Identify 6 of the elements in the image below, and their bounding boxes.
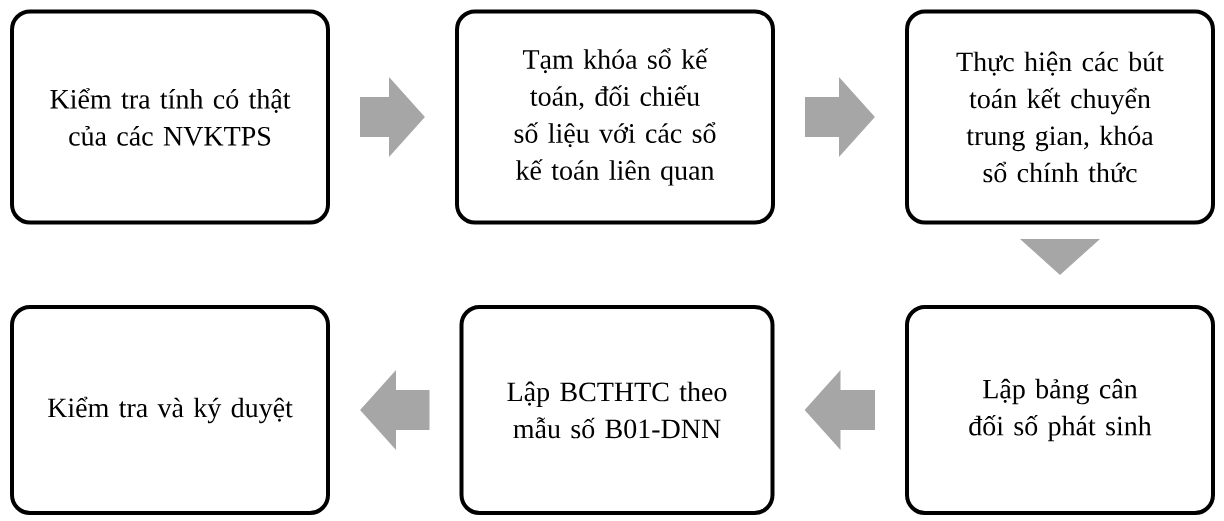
process-box: Kiểm tra tính có thật của các NVKTPS: [10, 9, 330, 225]
process-box: Tạm khóa sổ kế toán, đối chiếu số liệu với các sổ kế toán liên quan: [455, 9, 775, 225]
process-box: Thực hiện các bút toán kết chuyển trung gian, khóa sổ chính thức: [905, 9, 1215, 225]
process-box: Kiểm tra và ký duyệt: [10, 305, 330, 515]
process-box: Lập BCTHTC theo mẫu số B01-DNN: [459, 305, 775, 515]
process-box: Lập bảng cân đối số phát sinh: [905, 305, 1215, 515]
